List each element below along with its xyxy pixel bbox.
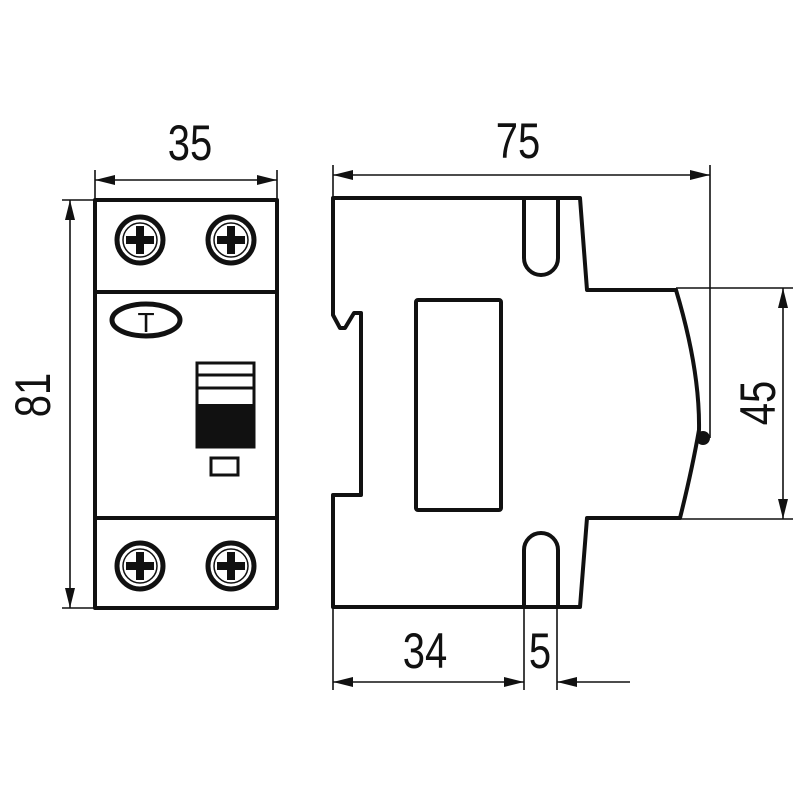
label-window [414, 298, 503, 512]
toggle-lever [195, 361, 256, 449]
front-height-dimension-label: 45 [730, 381, 786, 425]
status-indicator [209, 456, 240, 477]
hinge-dot [696, 431, 710, 445]
side-body-outline [331, 196, 702, 609]
test-button-label: T [137, 307, 154, 338]
bottom-clip-slot [522, 531, 560, 607]
terminal-screw-icon [205, 214, 257, 266]
side-view: 75 45 34 5 [331, 113, 793, 690]
top-clip-slot [522, 200, 560, 277]
height-dimension-label: 81 [5, 373, 61, 417]
terminal-screw-icon [114, 540, 166, 592]
slot-width-dimension-label: 5 [529, 623, 551, 679]
front-body-outline [93, 198, 279, 610]
test-button-oval [109, 301, 183, 339]
depth-dimension-label: 75 [496, 113, 540, 169]
front-view: T 35 81 [5, 115, 279, 610]
rail-offset-dimension-label: 34 [403, 623, 447, 679]
terminal-screw-icon [205, 540, 257, 592]
terminal-screw-icon [114, 214, 166, 266]
width-dimension-label: 35 [168, 115, 212, 171]
